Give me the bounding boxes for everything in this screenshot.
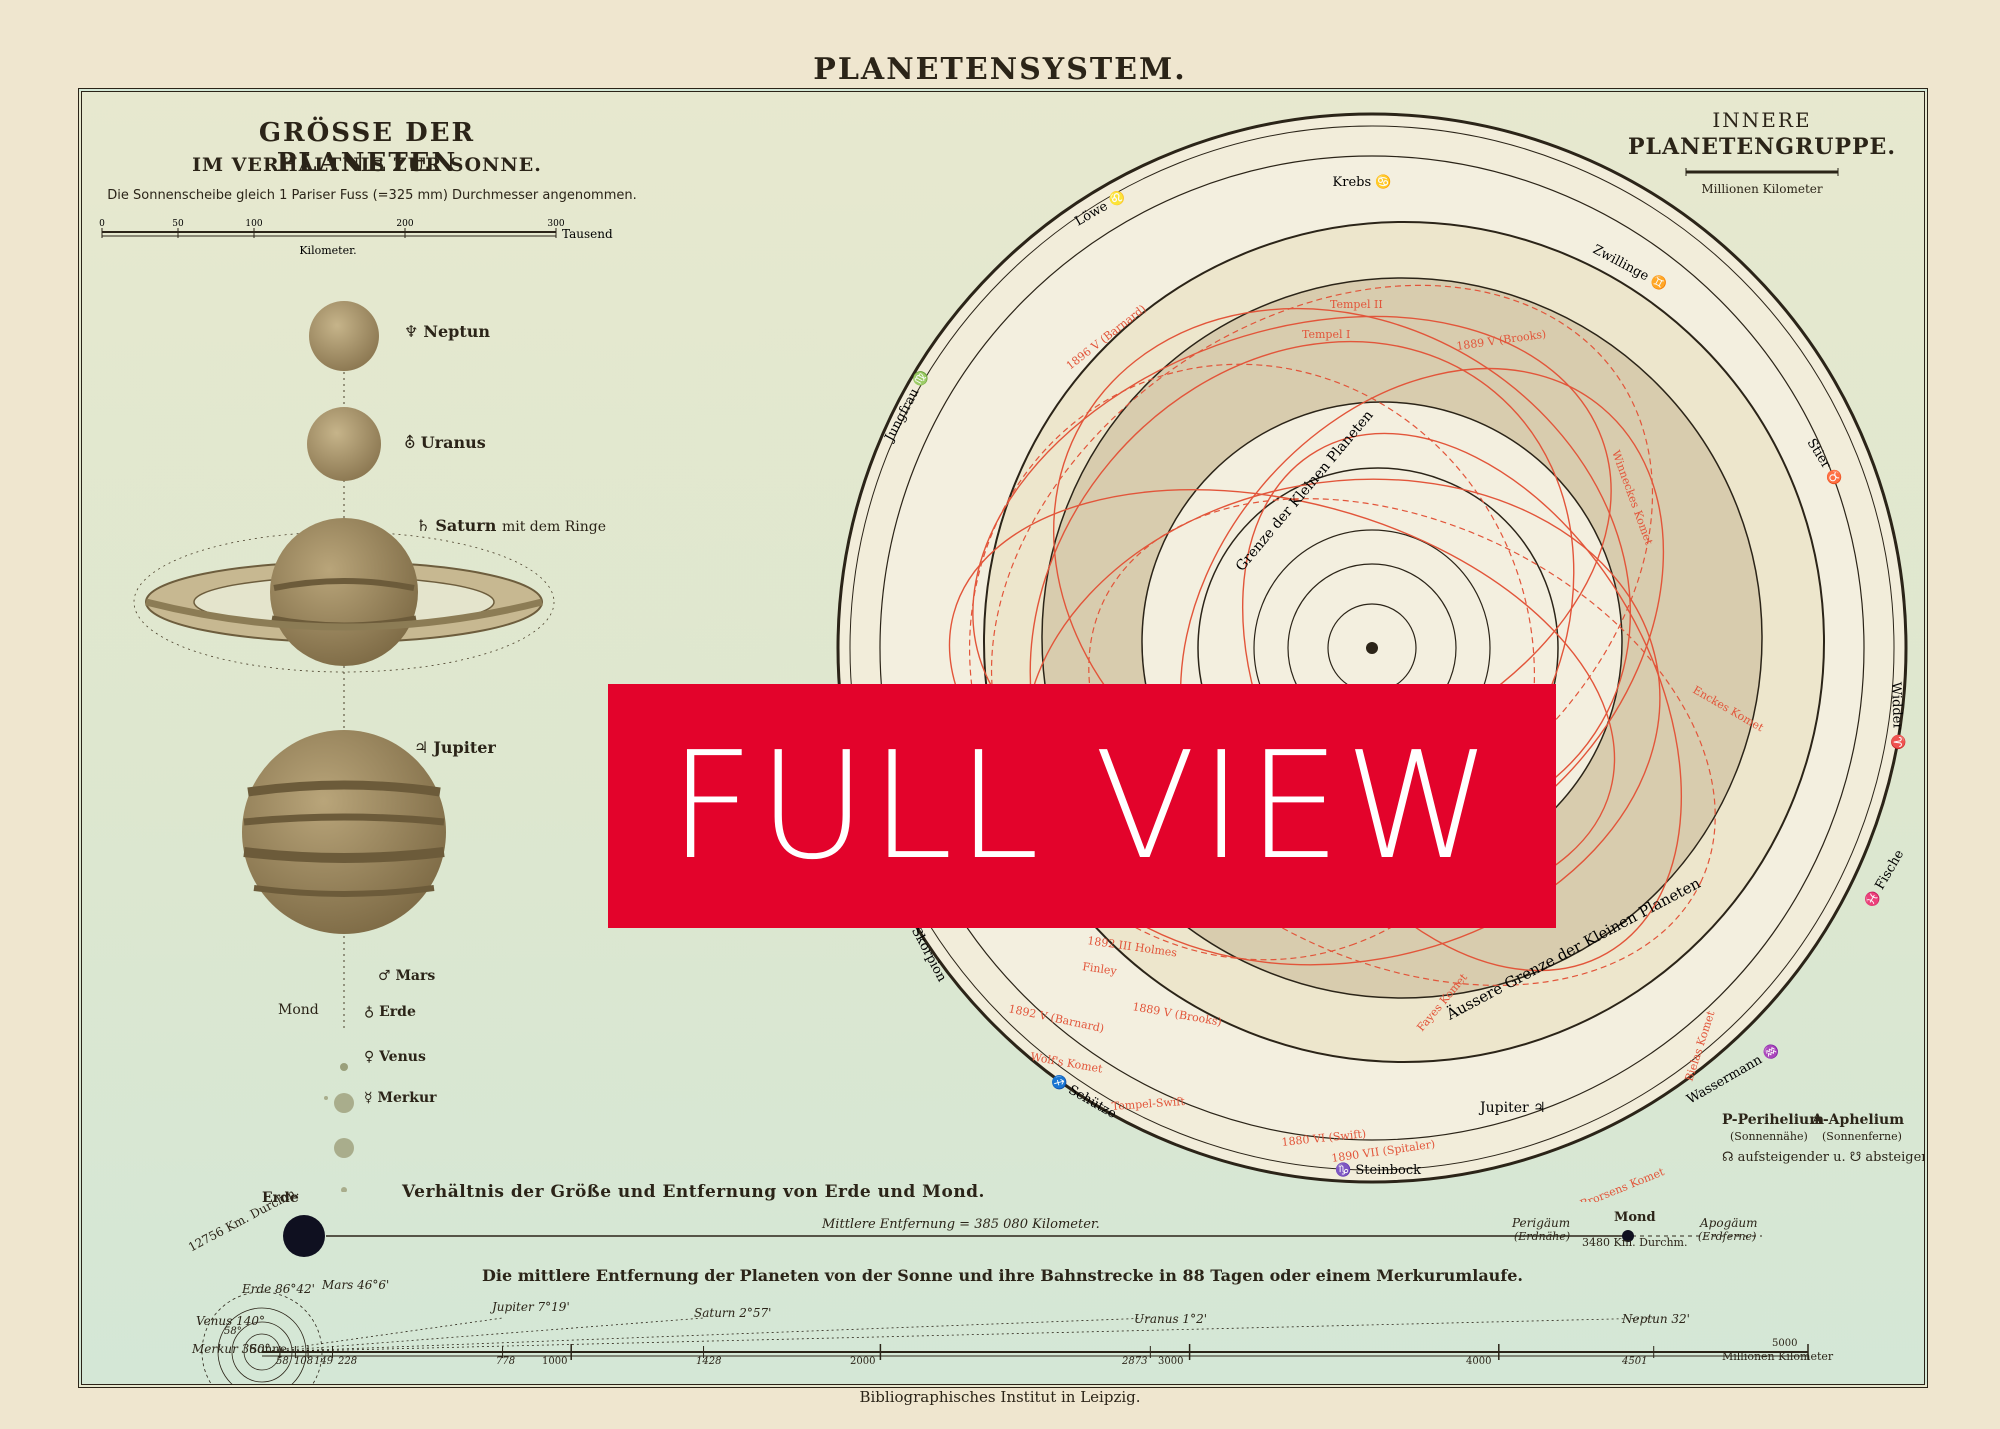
distances-title: Die mittlere Entfernung der Planeten von… xyxy=(482,1266,1523,1285)
dist-uranus: Uranus 1°2' xyxy=(1134,1312,1208,1326)
legend-aphelion: A-Aphelium xyxy=(1812,1112,1905,1128)
publisher-credit: Bibliographisches Institut in Leipzig. xyxy=(859,1388,1141,1406)
distance-arc-6 xyxy=(261,1317,1151,1353)
axis-3000: 3000 xyxy=(1158,1356,1184,1367)
axis-5000: 5000 xyxy=(1772,1338,1798,1349)
scale-tick-100: 100 xyxy=(245,219,262,229)
comet-tempel-1: Tempel I xyxy=(1302,328,1350,341)
inner-panel-subtitle: PLANETENGRUPPE. xyxy=(1628,134,1896,160)
mean-distance: Mittlere Entfernung = 385 080 Kilometer. xyxy=(822,1217,1100,1232)
size-panel-note: Die Sonnenscheibe gleich 1 Pariser Fuss … xyxy=(107,188,637,203)
earth-moon-diagram xyxy=(283,1215,1762,1257)
label-erde: ♁ Erde xyxy=(364,1004,416,1020)
kilometer-scale-bar: 0 50 100 200 300 Tausend Kilometer. xyxy=(99,219,613,257)
zodiac-steinbock: ♑ Steinbock xyxy=(1335,1162,1421,1178)
neptun-disc xyxy=(309,301,379,371)
dist-mars: Mars 46°6' xyxy=(322,1278,390,1292)
inner-panel-scale-label: Millionen Kilometer xyxy=(1701,182,1823,196)
saturn-disc xyxy=(270,518,418,666)
value-merkur: 58 xyxy=(276,1356,289,1367)
dist-saturn: Saturn 2°57' xyxy=(694,1306,772,1320)
sun-center xyxy=(1366,642,1378,654)
mond-disc xyxy=(324,1096,328,1100)
orbit-diagram: Krebs ♋ Zwillinge ♊ Stier ♉ Widder ♈ ♓ F… xyxy=(836,112,1908,1202)
venus-disc xyxy=(334,1138,354,1158)
dist-merkur: Merkur 360° xyxy=(192,1342,271,1356)
comet-finley: Finley xyxy=(1082,960,1119,978)
dist-neptun: Neptun 32' xyxy=(1622,1312,1690,1326)
label-neptun: ♆Neptun xyxy=(404,322,490,341)
value-jupiter: 778 xyxy=(496,1356,516,1367)
legend-perihelion: P-Perihelium xyxy=(1722,1112,1825,1128)
full-view-label: FULL VIEW xyxy=(668,720,1496,892)
label-venus: ♀ Venus xyxy=(364,1049,426,1065)
scale-label: Kilometer. xyxy=(299,244,356,257)
merkur-disc xyxy=(341,1187,347,1192)
label-saturn: ♄Saturn mit dem Ringe xyxy=(416,516,607,535)
erde-disc xyxy=(334,1093,354,1113)
label-mond: Mond xyxy=(278,1002,319,1018)
comet-tempel-2: Tempel II xyxy=(1330,298,1383,311)
label-merkur: ☿ Merkur xyxy=(364,1090,437,1106)
scale-tick-300: 300 xyxy=(547,219,564,229)
distance-scale xyxy=(201,1291,1809,1384)
legend-perihelion-sub: (Sonnennähe) xyxy=(1730,1130,1808,1143)
page-title: PLANETENSYSTEM. xyxy=(813,52,1187,87)
size-panel-title: GRÖSSE DER PLANETEN xyxy=(258,118,476,178)
legend-nodes: ☊ aufsteigender u. ☋ absteigender Knoten xyxy=(1722,1150,1928,1165)
value-mars: 228 xyxy=(338,1356,358,1367)
label-mars: ♂ Mars xyxy=(378,968,436,984)
zodiac-krebs: Krebs ♋ xyxy=(1333,174,1392,190)
dist-erde: Erde 86°42' xyxy=(242,1282,315,1296)
earth-disc xyxy=(283,1215,325,1257)
full-view-banner[interactable]: FULL VIEW xyxy=(608,684,1556,928)
label-uranus: ⛢Uranus xyxy=(404,433,486,452)
zodiac-fische: ♓ Fische xyxy=(1862,847,1908,910)
inner-panel-title: INNERE xyxy=(1712,108,1812,132)
perigee-sub: (Erdnähe) xyxy=(1514,1230,1571,1243)
value-neptun: 4501 xyxy=(1622,1356,1648,1367)
axis-2000: 2000 xyxy=(850,1356,876,1367)
comet-tempel-swift: Tempel-Swift xyxy=(1111,1095,1185,1113)
perigee: Perigäum xyxy=(1512,1216,1571,1230)
value-saturn: 1428 xyxy=(696,1356,722,1367)
uranus-disc xyxy=(307,407,381,481)
dist-venus-sub: 58° xyxy=(224,1326,242,1337)
scale-tick-200: 200 xyxy=(396,219,413,229)
map-frame: GRÖSSE DER PLANETEN IM VERHÄLTNIS ZUR SO… xyxy=(78,88,1928,1388)
moon-disc xyxy=(1622,1230,1634,1242)
zodiac-widder: Widder ♈ xyxy=(1888,682,1906,751)
value-uranus: 2873 xyxy=(1122,1356,1148,1367)
earth-label: Erde xyxy=(262,1190,299,1206)
value-erde: 149 xyxy=(314,1356,334,1367)
distance-arc-5 xyxy=(261,1317,704,1353)
jupiter-orbit-label: Jupiter ♃ xyxy=(1478,1100,1546,1116)
jupiter-disc xyxy=(242,730,446,934)
legend-aphelion-sub: (Sonnenferne) xyxy=(1822,1130,1902,1143)
scale-unit: Tausend xyxy=(562,227,613,241)
apogee: Apogäum xyxy=(1700,1216,1758,1230)
scale-tick-50: 50 xyxy=(172,219,184,229)
distance-arc-7 xyxy=(261,1317,1654,1353)
sun-label: Sonne xyxy=(249,1342,288,1356)
moon-label: Mond xyxy=(1614,1210,1656,1225)
mars-disc xyxy=(340,1063,348,1071)
million-km-scale-bar xyxy=(1685,168,1839,176)
planet-size-illustration xyxy=(133,301,555,1192)
value-venus: 108 xyxy=(294,1356,314,1367)
distance-arc-4 xyxy=(261,1317,503,1353)
label-jupiter: ♃Jupiter xyxy=(414,738,496,757)
moon-diameter: 3480 Km. Durchm. xyxy=(1582,1236,1688,1249)
axis-4000: 4000 xyxy=(1466,1356,1492,1367)
comet-brorsen: Brorsens Komet xyxy=(1578,1165,1666,1202)
dist-venus: Venus 140° xyxy=(196,1314,265,1328)
scale-tick-0: 0 xyxy=(99,219,105,229)
axis-unit: Millionen Kilometer xyxy=(1722,1350,1834,1363)
size-panel-subtitle: IM VERHÄLTNIS ZUR SONNE. xyxy=(192,154,542,176)
axis-1000: 1000 xyxy=(542,1356,568,1367)
earth-moon-title: Verhältnis der Größe und Entfernung von … xyxy=(402,1182,985,1202)
apogee-sub: (Erdferne) xyxy=(1698,1230,1757,1243)
dist-jupiter: Jupiter 7°19' xyxy=(492,1300,570,1314)
